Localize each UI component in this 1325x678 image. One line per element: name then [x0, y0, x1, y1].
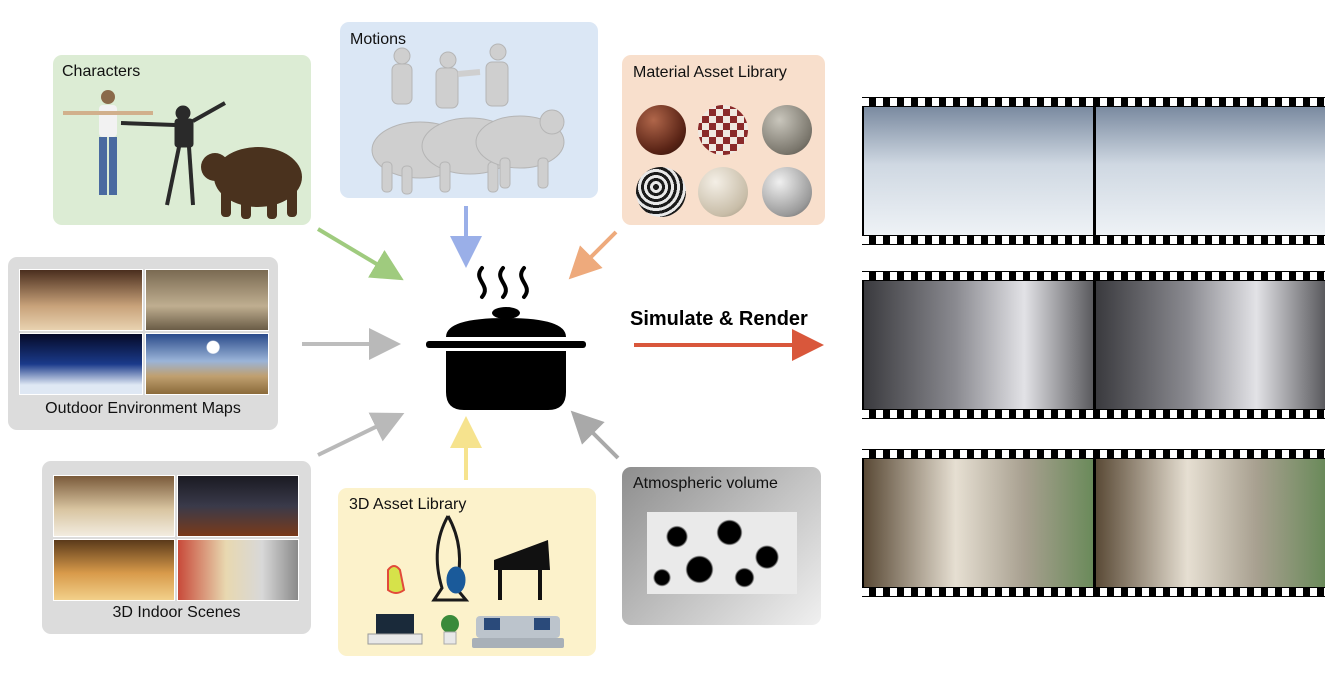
- film-frame: [1096, 281, 1325, 409]
- indoor-label: 3D Indoor Scenes: [112, 604, 241, 621]
- envmap-thumb-2: [145, 269, 269, 331]
- piano-icon: [494, 540, 550, 600]
- asset3d-objects: [367, 515, 564, 648]
- pattern-sphere: [636, 167, 686, 217]
- indoor-thumb-2: [177, 475, 299, 537]
- steam-icon: [477, 266, 529, 299]
- marble-sphere: [698, 167, 748, 217]
- film-frame: [864, 459, 1093, 587]
- stone-sphere: [762, 105, 812, 155]
- film-strip-2: [862, 271, 1325, 419]
- motion-human-2: [435, 51, 481, 109]
- envmap-thumb-4: [145, 333, 269, 395]
- envmap-thumb-3: [19, 333, 143, 395]
- material-label: Material Asset Library: [633, 64, 787, 81]
- sofa-icon: [472, 616, 564, 648]
- sneaker-icon: [387, 565, 406, 594]
- atmos-panel: Atmospheric volume: [622, 467, 821, 625]
- guitar-stand-icon: [431, 515, 470, 602]
- characters-figures: [63, 90, 302, 219]
- indoor-panel: 3D Indoor Scenes: [42, 461, 311, 634]
- film-frame: [864, 107, 1093, 235]
- characters-label: Characters: [62, 63, 141, 80]
- film-strip-1: [862, 97, 1325, 245]
- simulate-render-label: Simulate & Render: [630, 308, 808, 330]
- arrow-indoor: [317, 412, 405, 457]
- envmap-thumb-1: [19, 269, 143, 331]
- robot-figure: [120, 101, 226, 206]
- film-frame: [1096, 107, 1325, 235]
- plant-icon: [441, 615, 459, 645]
- envmaps-label: Outdoor Environment Maps: [45, 400, 241, 417]
- motion-human-3: [485, 43, 509, 107]
- asset3d-label: 3D Asset Library: [349, 496, 467, 513]
- arrow-material: [568, 230, 618, 280]
- material-panel: Material Asset Library: [622, 55, 825, 225]
- human-figure: [63, 90, 153, 195]
- motions-panel: Motions: [340, 22, 598, 198]
- indoor-thumb-1: [53, 475, 175, 537]
- characters-panel: Characters: [53, 55, 311, 225]
- indoor-thumb-3: [53, 539, 175, 601]
- checker-sphere: [698, 105, 748, 155]
- bear-figure: [201, 147, 302, 219]
- asset3d-panel: 3D Asset Library: [338, 488, 596, 656]
- envmaps-panel: Outdoor Environment Maps: [8, 257, 278, 430]
- arrow-atmos: [570, 410, 620, 460]
- arrow-characters: [316, 227, 404, 281]
- atmos-noise-texture: [647, 512, 797, 594]
- motion-figures: [371, 43, 565, 195]
- indoor-thumb-4: [177, 539, 299, 601]
- metal-sphere: [762, 167, 812, 217]
- motion-human-1: [391, 47, 413, 105]
- tv-stand-icon: [367, 614, 423, 645]
- motions-label: Motions: [350, 31, 407, 48]
- wood-sphere: [636, 105, 686, 155]
- film-frame: [864, 281, 1093, 409]
- film-frame: [1096, 459, 1325, 587]
- film-strip-3: [862, 449, 1325, 597]
- cooking-pot-icon: [426, 307, 586, 410]
- motion-bear-3: [475, 109, 565, 189]
- atmos-label: Atmospheric volume: [633, 475, 778, 492]
